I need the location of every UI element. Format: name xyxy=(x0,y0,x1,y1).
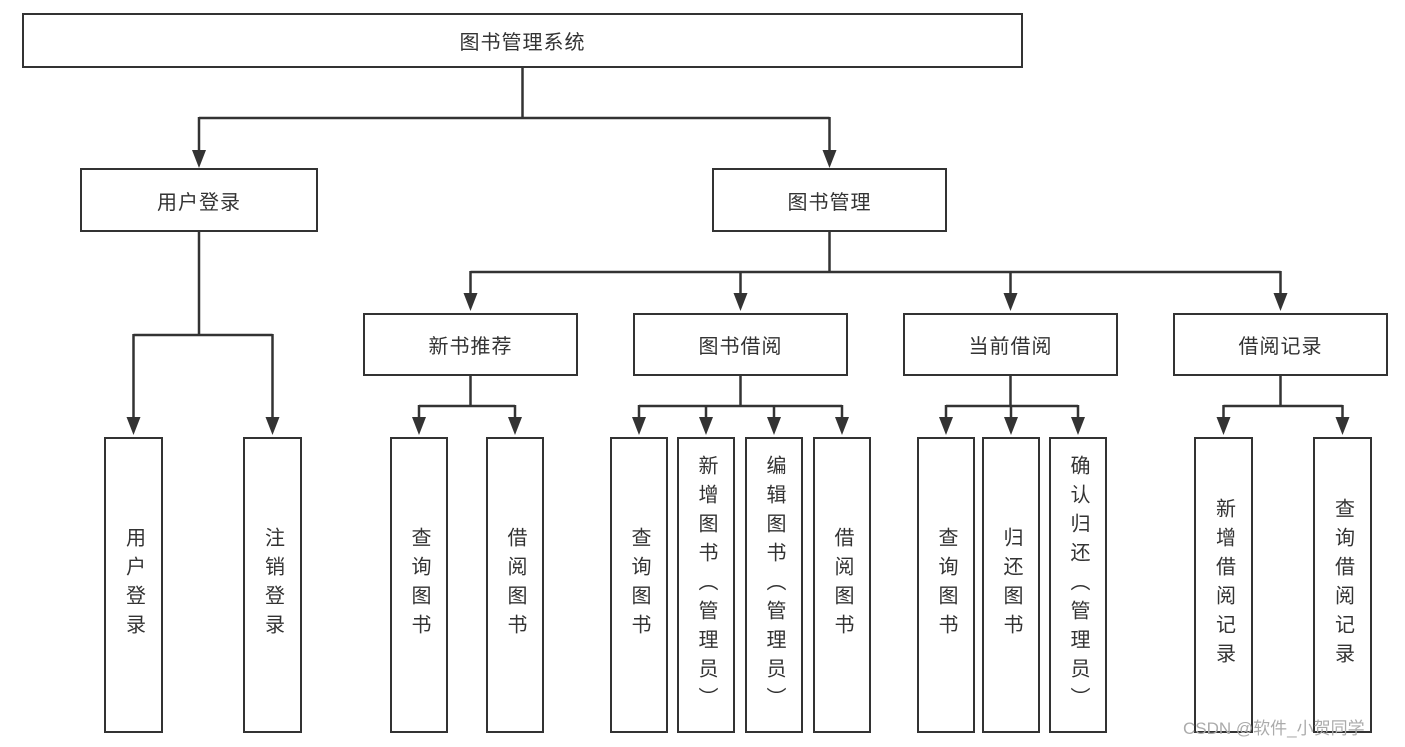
leaf-query-books-recommend: 查询图书 xyxy=(390,437,448,733)
leaf-label: 归还图书 xyxy=(1000,527,1022,643)
leaf-query-borrow-record: 查询借阅记录 xyxy=(1313,437,1372,733)
leaf-query-books-current: 查询图书 xyxy=(917,437,975,733)
leaf-label: 编辑图书（管理员） xyxy=(763,454,785,716)
node-book-borrow: 图书借阅 xyxy=(633,313,848,376)
watermark: CSDN @软件_小贺同学 xyxy=(1183,719,1365,738)
node-new-book-recommend: 新书推荐 xyxy=(363,313,578,376)
node-label: 图书管理系统 xyxy=(459,32,586,54)
leaf-label: 确认归还（管理员） xyxy=(1067,454,1089,716)
node-library-management-system: 图书管理系统 xyxy=(22,13,1023,68)
node-label: 图书管理 xyxy=(787,191,872,214)
node-book-management: 图书管理 xyxy=(712,168,947,232)
leaf-label: 借阅图书 xyxy=(831,527,853,643)
leaf-add-books-admin: 新增图书（管理员） xyxy=(677,437,735,733)
leaf-label: 查询图书 xyxy=(628,527,650,643)
leaf-add-borrow-record: 新增借阅记录 xyxy=(1194,437,1253,733)
node-current-borrow: 当前借阅 xyxy=(903,313,1118,376)
leaf-return-books: 归还图书 xyxy=(982,437,1040,733)
leaf-logout: 注销登录 xyxy=(243,437,302,733)
leaf-borrow-books-recommend: 借阅图书 xyxy=(486,437,544,733)
leaf-label: 查询图书 xyxy=(408,527,430,643)
leaf-label: 用户登录 xyxy=(122,527,145,643)
node-label: 新书推荐 xyxy=(428,336,513,358)
leaf-borrow-books: 借阅图书 xyxy=(813,437,871,733)
leaf-confirm-return-admin: 确认归还（管理员） xyxy=(1049,437,1107,733)
node-borrow-records: 借阅记录 xyxy=(1173,313,1388,376)
leaf-label: 借阅图书 xyxy=(504,527,526,643)
leaf-label: 新增图书（管理员） xyxy=(695,454,717,716)
leaf-label: 查询图书 xyxy=(935,527,957,643)
node-label: 当前借阅 xyxy=(968,336,1053,358)
node-user-login: 用户登录 xyxy=(80,168,318,232)
leaf-label: 注销登录 xyxy=(261,527,284,643)
leaf-user-login: 用户登录 xyxy=(104,437,163,733)
leaf-label: 查询借阅记录 xyxy=(1331,498,1354,672)
node-label: 用户登录 xyxy=(157,191,241,214)
leaf-query-books-borrow: 查询图书 xyxy=(610,437,668,733)
node-label: 图书借阅 xyxy=(698,336,783,358)
leaf-label: 新增借阅记录 xyxy=(1212,498,1235,672)
leaf-edit-books-admin: 编辑图书（管理员） xyxy=(745,437,803,733)
node-label: 借阅记录 xyxy=(1238,336,1323,358)
